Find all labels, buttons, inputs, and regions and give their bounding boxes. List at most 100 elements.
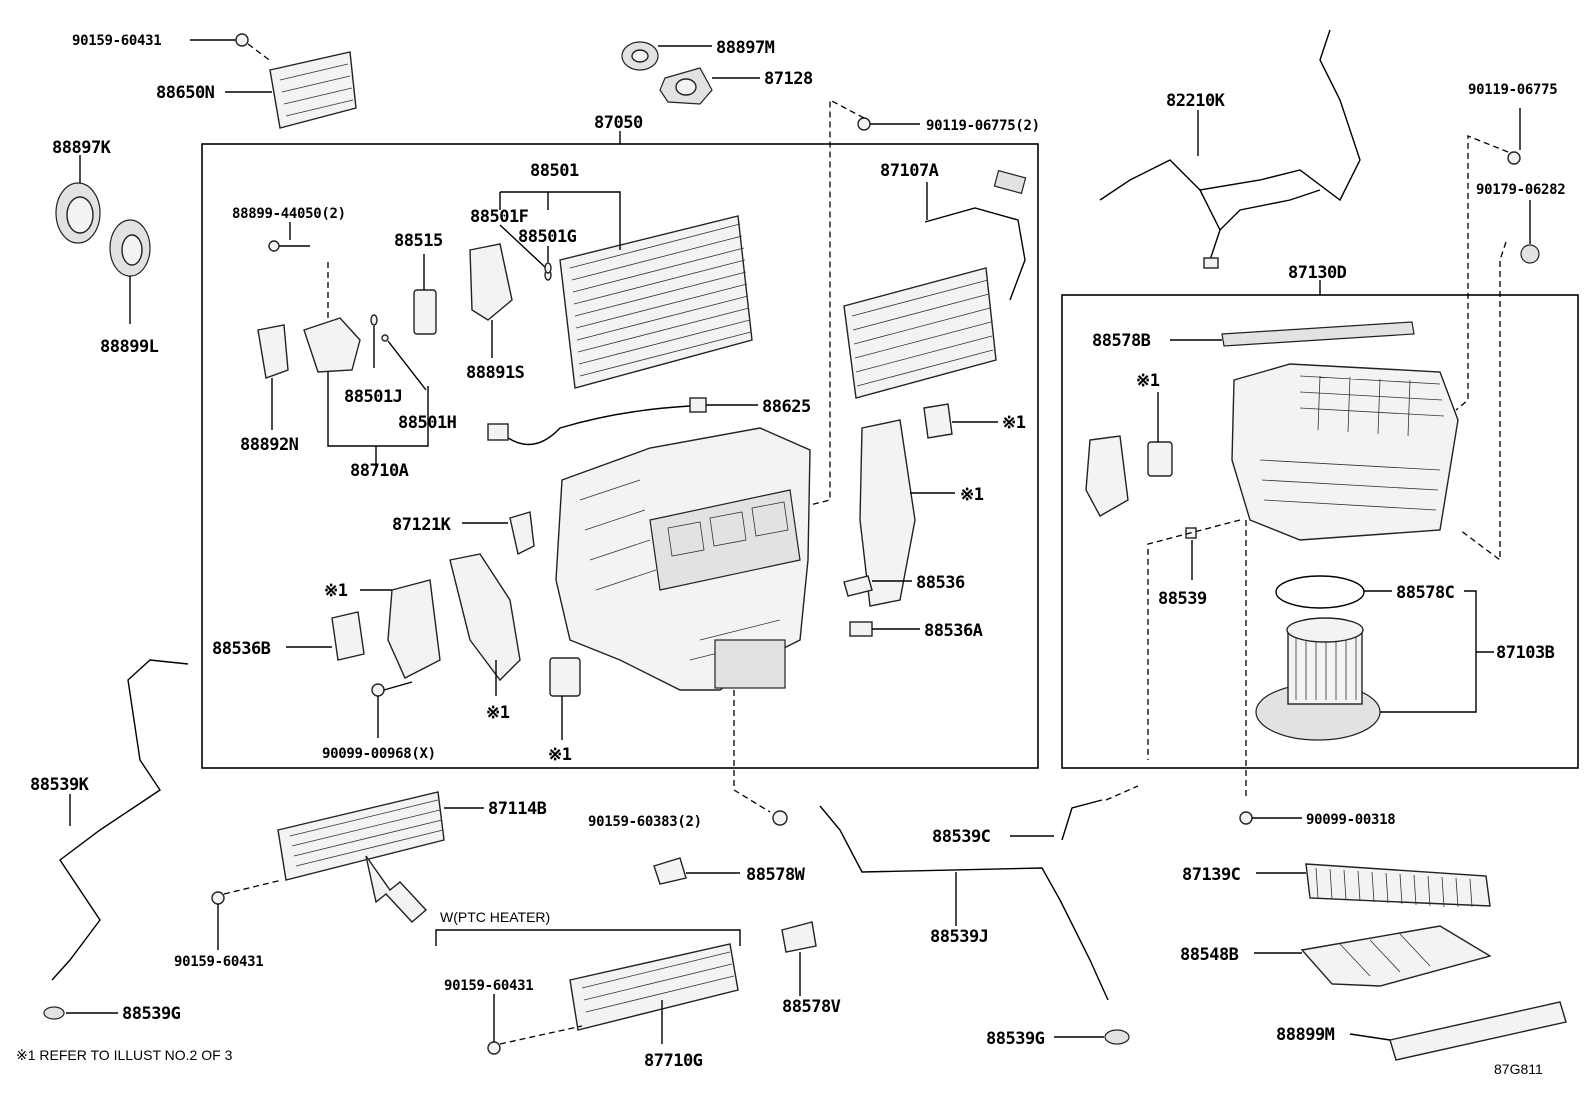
grommet-88539G-right xyxy=(1054,1029,1130,1045)
callout-88501G: 88501G xyxy=(518,227,577,247)
side-cover xyxy=(859,403,998,607)
servo-blower xyxy=(1085,392,1173,517)
filter-87139C xyxy=(1256,863,1491,908)
callout-88548B: 88548B xyxy=(1180,945,1239,965)
servo-88892N xyxy=(257,324,289,430)
sensor-88625 xyxy=(487,397,758,446)
callout-88501H: 88501H xyxy=(398,413,457,433)
o-ring-88501J xyxy=(370,314,378,368)
callout-88536A: 88536A xyxy=(924,621,983,641)
clip-88536 xyxy=(843,575,912,597)
packing-87128 xyxy=(659,67,760,105)
bolt-90119-06775 xyxy=(1455,108,1521,411)
hvac-case xyxy=(555,427,811,691)
view-arrow xyxy=(365,855,428,923)
callout-88897M: 88897M xyxy=(716,38,775,58)
callout-87121K: 87121K xyxy=(392,515,452,535)
heater-core-87107A xyxy=(843,169,1027,399)
callout-88578V: 88578V xyxy=(782,997,841,1017)
ref-mark-c: ※1 xyxy=(324,581,348,601)
callout-88539: 88539 xyxy=(1158,589,1207,609)
ref-mark-d: ※1 xyxy=(486,703,510,723)
callout-90159-60431-mid: 90159-60431 xyxy=(174,954,263,970)
callout-90119-06775: 90119-06775 xyxy=(1468,82,1557,98)
gasket-88578C xyxy=(1275,575,1392,609)
callout-88650N: 88650N xyxy=(156,83,215,103)
callout-88625: 88625 xyxy=(762,397,811,417)
ref-mark-a: ※1 xyxy=(1002,413,1026,433)
clip-88536A xyxy=(849,621,920,637)
callout-87128: 87128 xyxy=(764,69,813,89)
callout-87130D: 87130D xyxy=(1288,263,1347,283)
bracket-88650N xyxy=(225,51,357,129)
ptc-heater-label: W(PTC HEATER) xyxy=(440,909,550,925)
callout-88899-44050-2: 88899-44050(2) xyxy=(232,206,346,222)
callout-88515: 88515 xyxy=(394,231,443,251)
bolt-90159-60383-2 xyxy=(733,690,788,826)
bolt-90159-60431-top xyxy=(190,33,273,63)
callout-90159-60431-top: 90159-60431 xyxy=(72,33,161,49)
callout-88536B: 88536B xyxy=(212,639,271,659)
diagram-code: 87G811 xyxy=(1494,1061,1543,1077)
callout-90159-60383-2: 90159-60383(2) xyxy=(588,814,702,830)
callout-88539G-right: 88539G xyxy=(986,1029,1045,1049)
bolt-90159-60431-ptc xyxy=(487,994,583,1055)
callout-90159-60431-ptc: 90159-60431 xyxy=(444,978,533,994)
callout-90099-00968X: 90099-00968(X) xyxy=(322,746,436,762)
callout-82210K: 82210K xyxy=(1166,91,1226,111)
ptc-heater-87114B xyxy=(277,791,484,881)
callout-88578C: 88578C xyxy=(1396,583,1454,603)
grommet-88897M xyxy=(621,41,712,71)
callout-87114B: 87114B xyxy=(488,799,547,819)
grommet-88539G-left xyxy=(43,1006,118,1020)
callout-90119-06775-2: 90119-06775(2) xyxy=(926,118,1040,134)
callout-88897K: 88897K xyxy=(52,138,112,158)
sensor-88891S xyxy=(469,243,513,358)
clip-87121K xyxy=(462,511,535,556)
callout-88899L: 88899L xyxy=(100,337,159,357)
callout-88892N: 88892N xyxy=(240,435,299,455)
screw-90099-00968X xyxy=(371,681,413,738)
blower-case xyxy=(1231,363,1459,541)
seal-88578B xyxy=(1170,321,1415,347)
clip-88539 xyxy=(1147,519,1241,760)
o-ring-88501H xyxy=(381,334,427,391)
screw-88899-44050-2 xyxy=(268,222,329,320)
seal-88897K xyxy=(55,155,101,244)
hose-88539J xyxy=(819,805,1109,1001)
callout-90099-00318: 90099-00318 xyxy=(1306,812,1395,828)
resistor-88515 xyxy=(413,254,437,335)
linkage-lower xyxy=(449,553,521,696)
ref-mark-f: ※1 xyxy=(1136,371,1160,391)
bolt-90119-06775-2 xyxy=(809,98,920,506)
callout-88578W: 88578W xyxy=(746,865,806,885)
callout-90179-06282: 90179-06282 xyxy=(1476,182,1565,198)
hose-88539K xyxy=(51,659,189,981)
ref-mark-b: ※1 xyxy=(960,485,984,505)
callout-88539K: 88539K xyxy=(30,775,90,795)
clip-88578W xyxy=(653,857,740,885)
callout-88501J: 88501J xyxy=(344,387,402,407)
servo-88710A xyxy=(303,317,429,470)
callout-88899M: 88899M xyxy=(1276,1025,1335,1045)
callout-88539G-left: 88539G xyxy=(122,1004,181,1024)
callout-87103B: 87103B xyxy=(1496,643,1555,663)
o-ring-88501G xyxy=(544,246,552,274)
footnote: ※1 REFER TO ILLUST NO.2 OF 3 xyxy=(16,1047,233,1063)
callout-87710G: 87710G xyxy=(644,1051,703,1071)
callout-87139C: 87139C xyxy=(1182,865,1240,885)
nut-90179-06282 xyxy=(1459,200,1540,562)
ref-mark-e: ※1 xyxy=(548,745,572,765)
filter-lid-88899M xyxy=(1349,1001,1567,1061)
bolt-90159-60431-mid xyxy=(211,879,283,950)
servo-lower-left xyxy=(360,579,441,679)
callout-88501: 88501 xyxy=(530,161,579,181)
evaporator-88501 xyxy=(499,191,753,389)
callout-87050: 87050 xyxy=(594,113,643,133)
callout-88578B: 88578B xyxy=(1092,331,1151,351)
hose-88539C xyxy=(1010,785,1139,841)
servo-bottom xyxy=(549,657,581,740)
bracket-88536B xyxy=(286,611,365,661)
ptc-heater-group xyxy=(435,929,741,1044)
